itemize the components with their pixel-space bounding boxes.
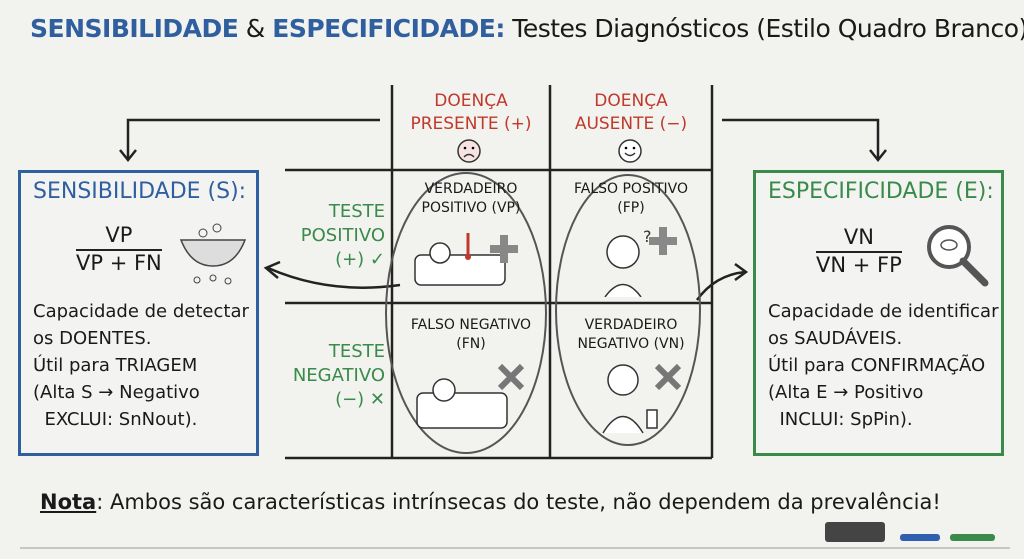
column-header-disease-absent: DOENÇA AUSENTE (−) <box>553 90 709 136</box>
specificity-formula: VN VN + FP <box>816 225 902 277</box>
cell-true-negative: VERDADEIRO NEGATIVO (VN) <box>553 316 709 354</box>
header-line: AUSENTE (−) <box>574 114 688 134</box>
confused-person-icon: ? <box>604 227 677 297</box>
desc-line: (Alta E → Positivo <box>768 382 924 403</box>
x-mark-icon <box>654 363 682 391</box>
cell-false-positive: FALSO POSITIVO (FP) <box>553 180 709 218</box>
positive-disease-ellipse <box>385 172 547 454</box>
sensitivity-formula: VP VP + FN <box>76 223 162 275</box>
cell-line: FALSO POSITIVO <box>573 181 688 197</box>
sensitivity-description: Capacidade de detectar os DOENTES. Útil … <box>33 298 249 433</box>
title-colon: : <box>495 14 505 43</box>
blue-marker-icon <box>900 534 940 541</box>
row-label-test-negative: TESTE NEGATIVO (−) ✕ <box>285 340 385 412</box>
desc-line: os SAUDÁVEIS. <box>768 328 903 349</box>
question-mark: ? <box>643 227 652 246</box>
header-line: DOENÇA <box>594 91 668 111</box>
desc-line: Útil para TRIAGEM <box>33 355 198 376</box>
desc-line: EXCLUI: SnNout). <box>33 409 198 430</box>
title-amp: & <box>245 14 266 43</box>
sensitivity-title: SENSIBILIDADE (S): <box>33 179 247 204</box>
row-line: TESTE <box>328 341 385 362</box>
cell-false-negative: FALSO NEGATIVO (FN) <box>395 316 547 354</box>
title-specificity: ESPECIFICIDADE <box>272 14 496 43</box>
column-header-disease-present: DOENÇA PRESENTE (+) <box>395 90 547 136</box>
desc-line: INCLUI: SpPin). <box>768 409 913 430</box>
footnote: Nota: Ambos são características intrínse… <box>40 490 941 514</box>
happy-face-icon <box>618 139 642 163</box>
whiteboard-tray-items <box>825 522 995 542</box>
desc-line: Útil para CONFIRMAÇÃO <box>768 355 986 376</box>
sick-patient-in-bed-icon <box>414 233 518 286</box>
cell-line: POSITIVO (VP) <box>421 200 521 216</box>
eraser-icon <box>825 522 885 542</box>
sieve-icon <box>179 223 247 285</box>
sensitivity-box: SENSIBILIDADE (S): VP VP + FN Capacidade… <box>18 170 259 456</box>
header-line: PRESENTE (+) <box>410 114 532 134</box>
cell-true-positive: VERDADEIRO POSITIVO (VP) <box>395 180 547 218</box>
cell-line: VERDADEIRO <box>424 181 518 197</box>
title-subtitle: Testes Diagnósticos (Estilo Quadro Branc… <box>512 14 1024 43</box>
formula-denominator: VN + FP <box>816 253 902 277</box>
specificity-description: Capacidade de identificar os SAUDÁVEIS. … <box>768 298 998 433</box>
formula-numerator: VP <box>76 223 162 251</box>
row-line: POSITIVO <box>300 225 385 246</box>
desc-line: os DOENTES. <box>33 328 152 349</box>
formula-denominator: VP + FN <box>76 251 162 275</box>
row-line: (−) ✕ <box>335 389 385 410</box>
cell-line: (FP) <box>617 200 645 216</box>
page-title: SENSIBILIDADE & ESPECIFICIDADE: Testes D… <box>30 14 1024 43</box>
formula-numerator: VN <box>816 225 902 253</box>
row-line: TESTE <box>328 201 385 222</box>
note-text: : Ambos são características intrínsecas … <box>96 490 941 514</box>
specificity-box: ESPECIFICIDADE (E): VN VN + FP Capacidad… <box>753 170 1004 456</box>
sad-face-icon <box>457 139 481 163</box>
plus-icon <box>490 235 518 263</box>
patient-in-bed-icon <box>416 363 525 429</box>
title-sensitivity: SENSIBILIDADE <box>30 14 239 43</box>
header-line: DOENÇA <box>434 91 508 111</box>
row-label-test-positive: TESTE POSITIVO (+) ✓ <box>285 200 385 272</box>
desc-line: Capacidade de identificar <box>768 301 999 322</box>
row-line: NEGATIVO <box>292 365 385 386</box>
cell-line: FALSO NEGATIVO <box>410 317 532 333</box>
green-marker-icon <box>950 534 995 541</box>
desc-line: (Alta S → Negativo <box>33 382 200 403</box>
negative-disease-ellipse <box>555 174 701 446</box>
row-line: (+) ✓ <box>335 249 385 270</box>
plus-icon <box>649 227 677 255</box>
magnifying-glass-icon <box>927 225 989 287</box>
specificity-title: ESPECIFICIDADE (E): <box>768 179 994 204</box>
cell-line: (FN) <box>456 336 486 352</box>
desc-line: Capacidade de detectar <box>33 301 249 322</box>
x-mark-icon <box>497 363 525 391</box>
cell-line: VERDADEIRO <box>584 317 678 333</box>
note-label: Nota <box>40 490 97 514</box>
cell-line: NEGATIVO (VN) <box>577 336 685 352</box>
healthy-person-thumbs-up-icon <box>602 363 682 434</box>
